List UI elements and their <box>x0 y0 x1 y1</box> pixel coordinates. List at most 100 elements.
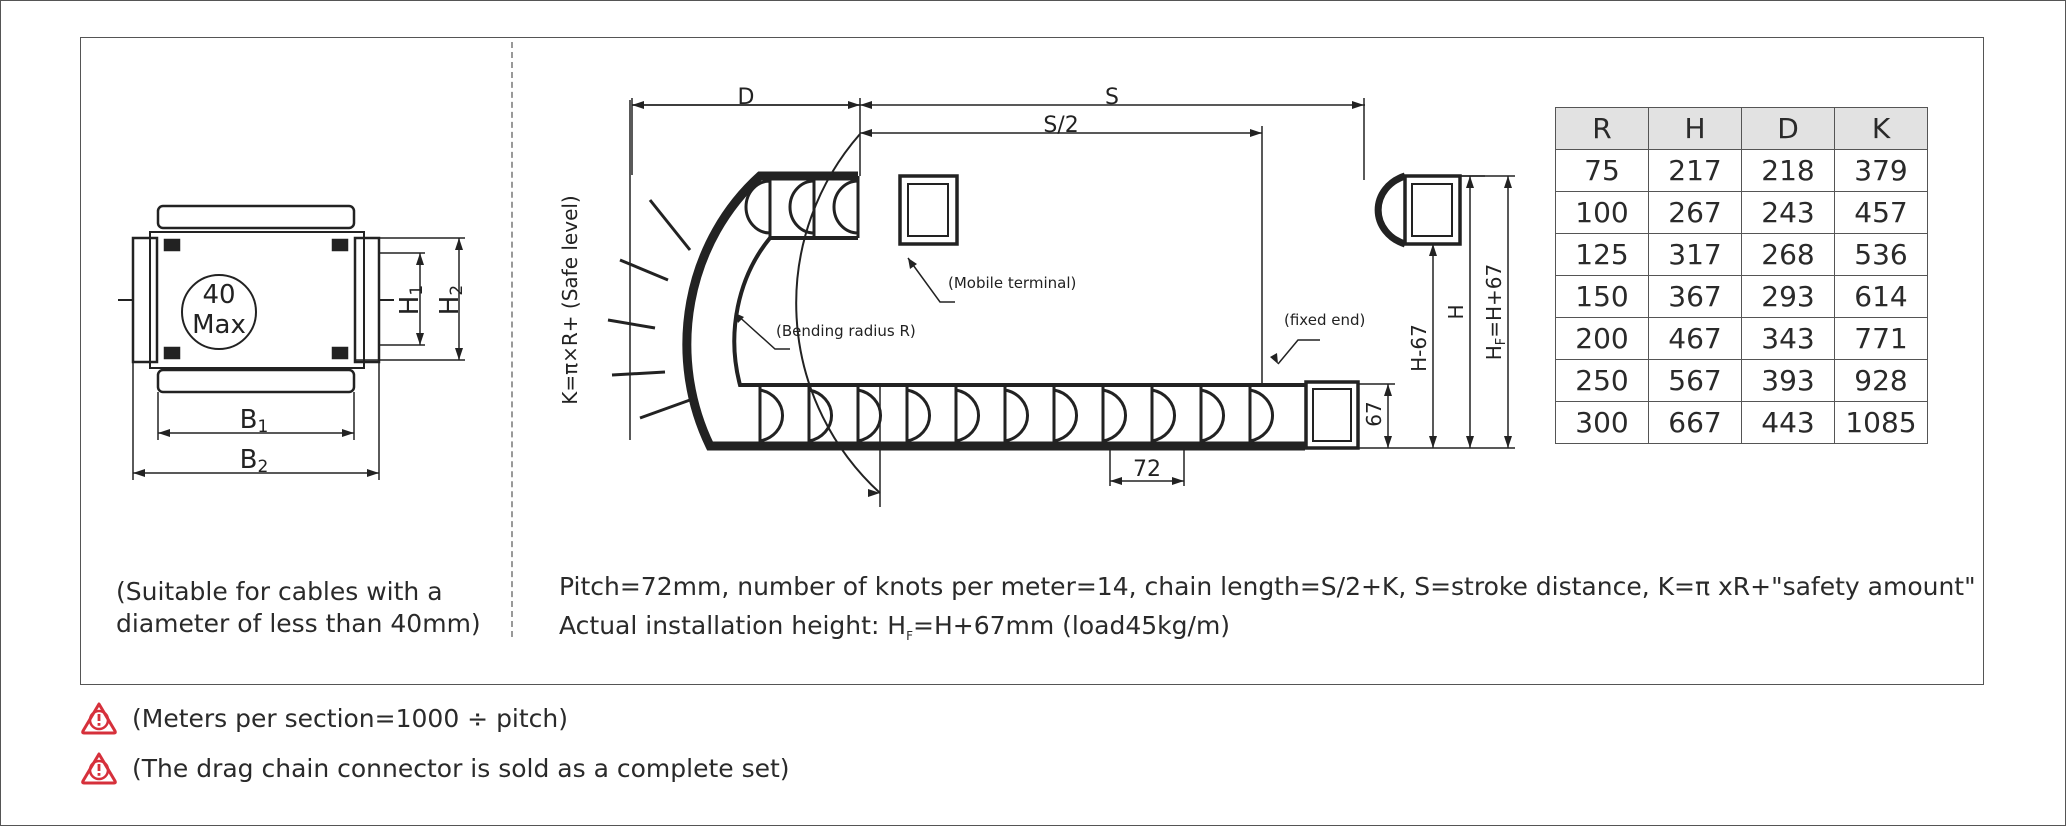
chain-link <box>1150 385 1177 446</box>
table-cell: 125 <box>1555 233 1649 276</box>
table-cell: 268 <box>1741 233 1835 276</box>
spec-line-2-a: Actual installation height: H <box>559 611 907 640</box>
fixed-bracket <box>1304 380 1360 450</box>
table-cell: 467 <box>1648 317 1742 360</box>
warning-icon <box>81 752 117 785</box>
table-header-row: R H D K <box>1555 107 1928 150</box>
table-cell: 1085 <box>1834 401 1928 444</box>
warning-text: (Meters per section=1000 ÷ pitch) <box>132 703 569 733</box>
chain-link-spoke <box>619 258 669 282</box>
fixed-bracket-inner <box>1312 388 1352 442</box>
b1-label-sub: 1 <box>258 417 269 437</box>
table-cell: 379 <box>1834 149 1928 192</box>
warning-row: (The drag chain connector is sold as a c… <box>80 751 790 785</box>
table-header-cell: R <box>1555 107 1649 150</box>
table-cell: 393 <box>1741 359 1835 402</box>
table-cell: 367 <box>1648 275 1742 318</box>
return-loop-end <box>1374 172 1407 248</box>
table-cell: 250 <box>1555 359 1649 402</box>
circle-label-top: 40 <box>202 280 235 310</box>
bending-radius-label: (Bending radius R) <box>776 322 916 340</box>
chain-link-spoke <box>611 370 666 377</box>
left-side-plate <box>131 236 159 364</box>
hf-label: HF=H+67 <box>1482 264 1509 361</box>
arrowheads <box>133 101 1512 497</box>
table-cell: 317 <box>1648 233 1742 276</box>
table-cell: 567 <box>1648 359 1742 402</box>
h67-label: H-67 <box>1407 324 1431 372</box>
table-cell: 536 <box>1834 233 1928 276</box>
chain-outer-edge <box>682 171 1305 451</box>
warning-text: (The drag chain connector is sold as a c… <box>132 753 790 783</box>
return-bracket-inner <box>1411 183 1453 237</box>
hf-label-sub: F <box>1494 338 1509 345</box>
h2-label: H2 <box>435 285 467 315</box>
table-header-cell: H <box>1648 107 1742 150</box>
table-cell: 267 <box>1648 191 1742 234</box>
drag-chain-drawing <box>607 98 1515 507</box>
table-cell: 771 <box>1834 317 1928 360</box>
chain-link-spoke <box>648 199 692 251</box>
table-cell: 667 <box>1648 401 1742 444</box>
chain-link <box>856 385 883 446</box>
mobile-bracket-inner <box>907 183 949 237</box>
table-cell: 928 <box>1834 359 1928 402</box>
chain-link <box>788 176 816 238</box>
chain-link <box>1248 385 1275 446</box>
chain-link <box>1052 385 1079 446</box>
chain-link <box>954 385 981 446</box>
mobile-bracket <box>898 174 959 246</box>
b1-label-main: B <box>240 405 258 435</box>
h-label: H <box>1444 304 1468 319</box>
table-cell: 614 <box>1834 275 1928 318</box>
table-cell: 200 <box>1555 317 1649 360</box>
chain-links <box>607 176 1275 446</box>
d-label: D <box>738 85 755 110</box>
spec-note-line-2: Actual installation height: HF=H+67mm (l… <box>559 606 1976 656</box>
diagram-panel <box>80 37 1984 685</box>
b2-label-main: B <box>240 445 258 475</box>
chain-link <box>1101 385 1128 446</box>
table-cell: 150 <box>1555 275 1649 318</box>
spec-note-line-1: Pitch=72mm, number of knots per meter=14… <box>559 572 1976 601</box>
table-cell: 75 <box>1555 149 1649 192</box>
b2-label: B2 <box>240 445 269 477</box>
cross-section-drawing <box>118 204 465 480</box>
b2-label-sub: 2 <box>258 457 269 477</box>
hf-label-main: H <box>1482 345 1506 360</box>
circle-label-bottom: Max <box>192 310 246 340</box>
chain-link-spoke <box>607 318 656 330</box>
h2-label-main: H <box>435 296 465 316</box>
warning-icon <box>81 702 117 735</box>
table-cell: 100 <box>1555 191 1649 234</box>
k-arc <box>795 133 881 494</box>
inner-frame <box>149 231 365 369</box>
bending-leader <box>734 312 790 350</box>
chain-link <box>1003 385 1030 446</box>
table-cell: 343 <box>1741 317 1835 360</box>
h1-label-sub: 1 <box>407 285 427 296</box>
right-side-plate <box>353 236 381 364</box>
s-label: S <box>1105 85 1119 110</box>
chain-link <box>905 385 932 446</box>
cable-diameter-note: (Suitable for cables with a diameter of … <box>116 576 481 640</box>
table-cell: 243 <box>1741 191 1835 234</box>
corner-clips <box>163 238 349 360</box>
spec-line-2-sub: F <box>906 629 914 643</box>
table-cell: 443 <box>1741 401 1835 444</box>
chain-link-spoke <box>639 398 691 420</box>
fixed-end-label: (fixed end) <box>1284 311 1365 329</box>
spec-line-2-b: =H+67mm (load45kg/m) <box>913 611 1231 640</box>
top-cover <box>156 204 356 230</box>
chain-link <box>1199 385 1226 446</box>
table-cell: 218 <box>1741 149 1835 192</box>
hf-label-rest: =H+67 <box>1482 264 1506 338</box>
table-cell: 457 <box>1834 191 1928 234</box>
chain-link <box>832 176 860 238</box>
